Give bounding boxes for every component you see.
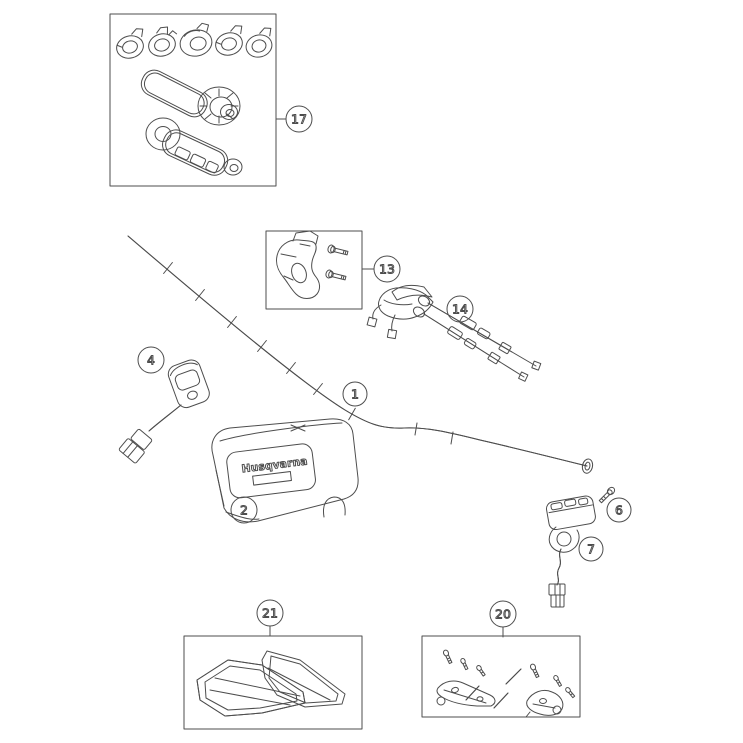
throttle-cable-drawing — [366, 284, 542, 382]
callout-1[interactable]: 1 — [342, 381, 368, 407]
throttle-cam-rings — [116, 22, 273, 59]
callout-20[interactable]: 20 — [489, 600, 517, 628]
handguard-right — [261, 650, 346, 708]
handlebar-drawing — [127, 235, 594, 474]
svg-text:4: 4 — [147, 353, 155, 368]
svg-text:6: 6 — [615, 503, 623, 518]
kit-box-17 — [109, 13, 277, 187]
svg-text:2: 2 — [240, 503, 248, 518]
svg-text:20: 20 — [495, 607, 511, 622]
mounting-kit-box — [421, 626, 581, 718]
handlebar-pad-drawing: Husqvarna — [211, 418, 359, 523]
kit-box-20 — [421, 635, 581, 718]
clamp-screw-1 — [327, 244, 349, 256]
clamp-cover — [276, 230, 320, 299]
svg-text:17: 17 — [291, 112, 307, 127]
clamp-screw-2 — [325, 269, 347, 281]
kill-switch-drawing — [118, 359, 210, 464]
callout-4[interactable]: 4 — [137, 346, 165, 374]
mounting-bracket-right — [505, 663, 576, 718]
callout-21[interactable]: 21 — [256, 599, 284, 627]
handlebar-segment-marks — [163, 262, 454, 445]
grip-kit-box — [109, 13, 287, 187]
throttle-grip — [140, 69, 241, 126]
screw-drawing — [598, 486, 616, 504]
handguard-left — [196, 659, 306, 717]
map-switch-drawing — [545, 495, 596, 608]
throttle-clamp-kit-box — [265, 230, 375, 310]
svg-text:1: 1 — [351, 387, 359, 402]
pad-brand-text: Husqvarna — [241, 455, 308, 475]
left-grip — [145, 117, 243, 176]
svg-text:14: 14 — [452, 302, 468, 317]
handguard-kit-box — [183, 626, 363, 730]
handlebar-open-end — [581, 458, 594, 474]
svg-text:7: 7 — [587, 542, 595, 557]
callout-17[interactable]: 17 — [285, 105, 313, 133]
svg-text:13: 13 — [379, 262, 395, 277]
callout-13[interactable]: 13 — [373, 255, 401, 283]
callout-14[interactable]: 14 — [446, 295, 474, 323]
kit-box-21 — [183, 635, 363, 730]
callout-7[interactable]: 7 — [578, 536, 604, 562]
callout-2[interactable]: 2 — [230, 496, 258, 524]
callout-6[interactable]: 6 — [606, 497, 632, 523]
kit-box-13 — [265, 230, 363, 310]
svg-text:21: 21 — [262, 606, 278, 621]
mounting-bracket-left — [436, 649, 509, 709]
